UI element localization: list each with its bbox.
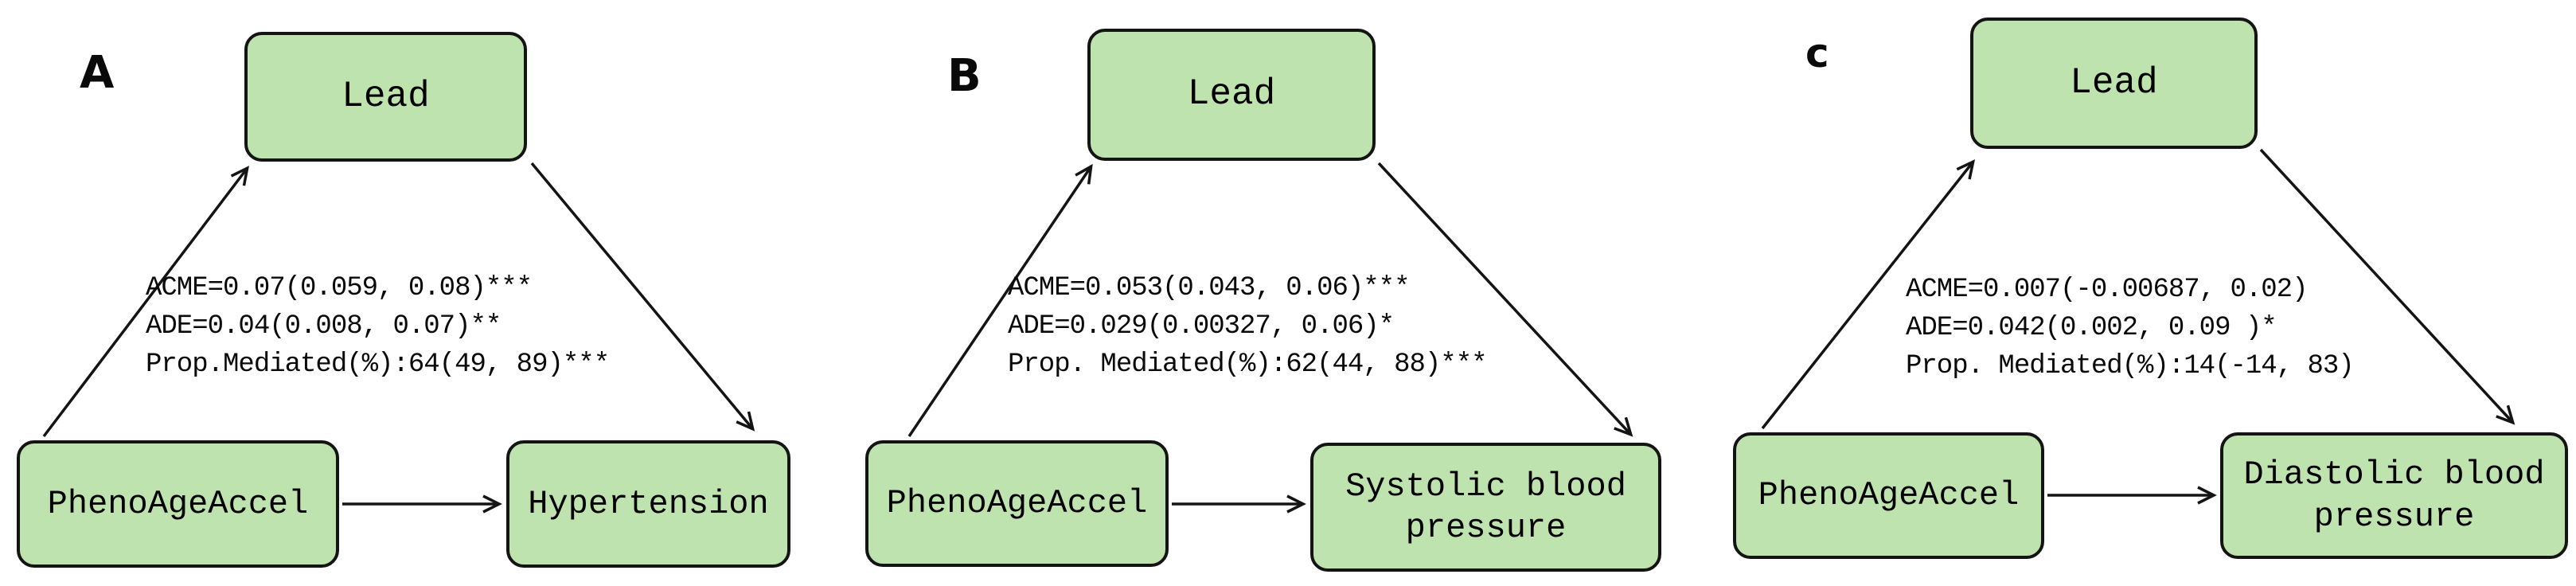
outcome-box: Systolic blood pressure xyxy=(1310,443,1661,572)
stats-block: ACME=0.053(0.043, 0.06)*** ADE=0.029(0.00… xyxy=(1008,269,1488,384)
ade-line: ADE=0.029(0.00327, 0.06)* xyxy=(1008,311,1395,342)
mediator-box: Lead xyxy=(1970,18,2258,149)
panel-b: B Lead ACME=0.053(0.043, 0.06)*** ADE=0.0… xyxy=(860,0,1719,586)
stats-block: ACME=0.07(0.059, 0.08)*** ADE=0.04(0.008,… xyxy=(146,269,610,384)
outcome-box: Diastolic blood pressure xyxy=(2220,432,2568,559)
panel-a: A Lead ACME=0.07(0.059, 0.08)*** ADE=0.04… xyxy=(0,0,860,586)
mediator-box: Lead xyxy=(244,32,527,162)
ade-line: ADE=0.042(0.002, 0.09 )* xyxy=(1906,313,2277,343)
stats-block: ACME=0.007(-0.00687, 0.02) ADE=0.042(0.00… xyxy=(1906,271,2355,385)
acme-line: ACME=0.053(0.043, 0.06)*** xyxy=(1008,273,1410,303)
prop-mediated-line: Prop.Mediated(%):64(49, 89)*** xyxy=(146,350,610,380)
exposure-box: PhenoAgeAccel xyxy=(865,440,1169,567)
outcome-box: Hypertension xyxy=(506,440,790,568)
ade-line: ADE=0.04(0.008, 0.07)** xyxy=(146,311,502,342)
prop-mediated-line: Prop. Mediated(%):14(-14, 83) xyxy=(1906,351,2355,381)
mediator-box: Lead xyxy=(1087,29,1376,161)
panel-label: A xyxy=(80,47,115,99)
panel-label: B xyxy=(947,50,982,102)
acme-line: ACME=0.007(-0.00687, 0.02) xyxy=(1906,275,2308,305)
exposure-box: PhenoAgeAccel xyxy=(1733,432,2044,559)
panel-c: c Lead ACME=0.007(-0.00687, 0.02) ADE=0.0… xyxy=(1716,0,2576,586)
acme-line: ACME=0.07(0.059, 0.08)*** xyxy=(146,273,533,303)
panel-label: c xyxy=(1805,30,1829,76)
exposure-box: PhenoAgeAccel xyxy=(17,440,339,568)
prop-mediated-line: Prop. Mediated(%):62(44, 88)*** xyxy=(1008,350,1488,380)
